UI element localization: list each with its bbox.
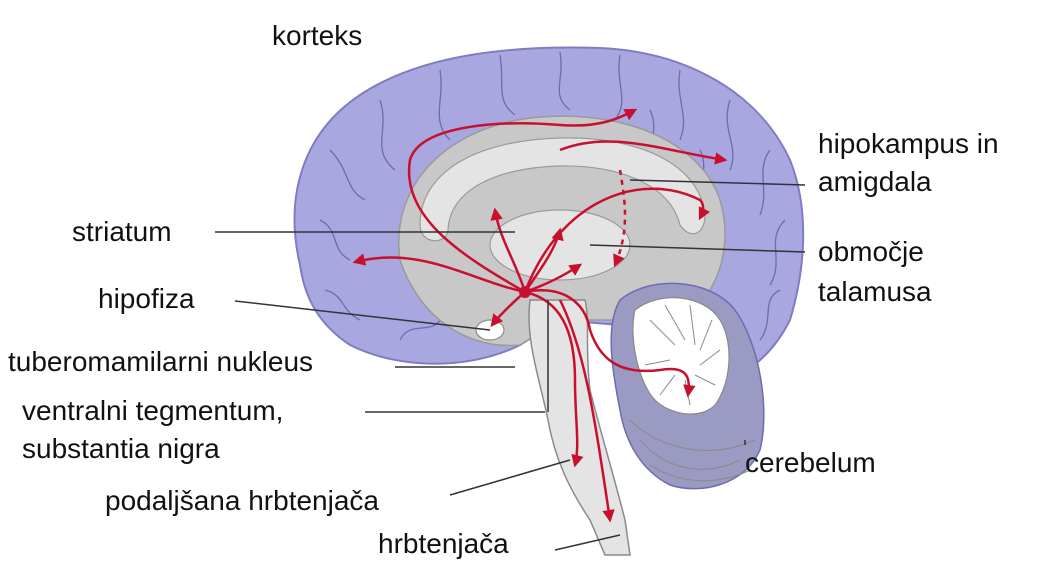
label-cerebelum: cerebelum bbox=[745, 447, 876, 479]
label-obmocje-line1: območje bbox=[818, 236, 924, 268]
label-podaljsana: podaljšana hrbtenjača bbox=[105, 485, 379, 517]
label-hipofiza: hipofiza bbox=[98, 283, 195, 315]
label-striatum: striatum bbox=[72, 216, 172, 248]
label-korteks: korteks bbox=[272, 20, 362, 52]
label-obmocje-line2: talamusa bbox=[818, 276, 932, 308]
tuberomammillary-nucleus-dot bbox=[519, 286, 531, 298]
label-ventralni-line1: ventralni tegmentum, bbox=[22, 395, 283, 427]
label-hrbtenjaca: hrbtenjača bbox=[378, 528, 509, 560]
label-tuberomamilarni: tuberomamilarni nukleus bbox=[8, 346, 313, 378]
label-hipokampus-line2: amigdala bbox=[818, 166, 932, 198]
label-ventralni-line2: substantia nigra bbox=[22, 433, 220, 465]
label-hipokampus-line1: hipokampus in bbox=[818, 128, 999, 160]
